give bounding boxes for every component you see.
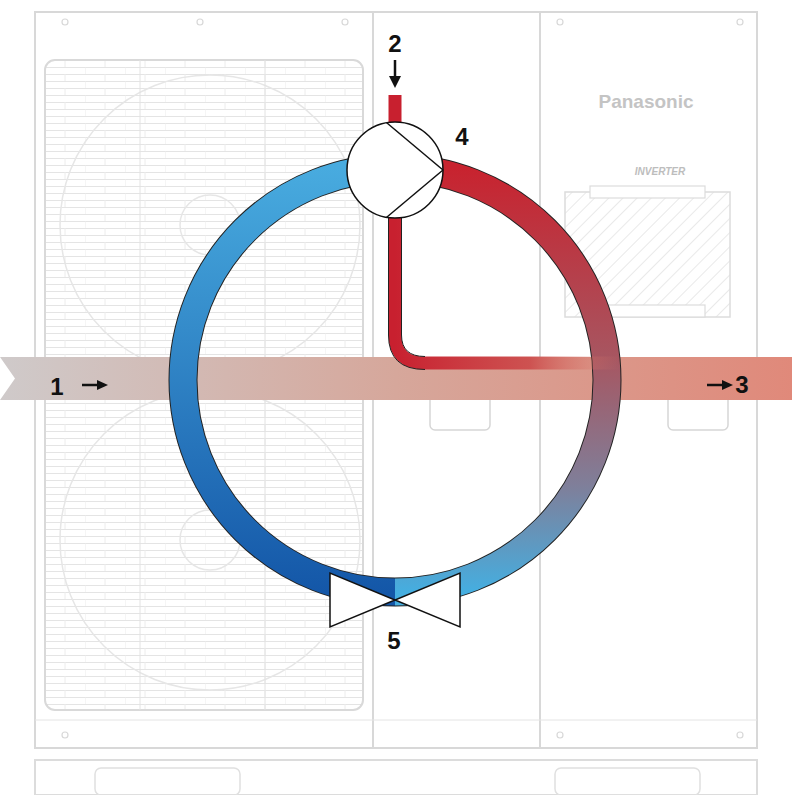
callout-number: 1 [50, 375, 63, 399]
callout-number: 5 [387, 629, 400, 653]
inverter-logo: INVERTER [635, 167, 685, 177]
callout-number: 2 [388, 32, 401, 56]
callout-number: 3 [735, 373, 748, 397]
brand-logo: Panasonic [598, 92, 693, 111]
callout-number: 4 [455, 125, 468, 149]
